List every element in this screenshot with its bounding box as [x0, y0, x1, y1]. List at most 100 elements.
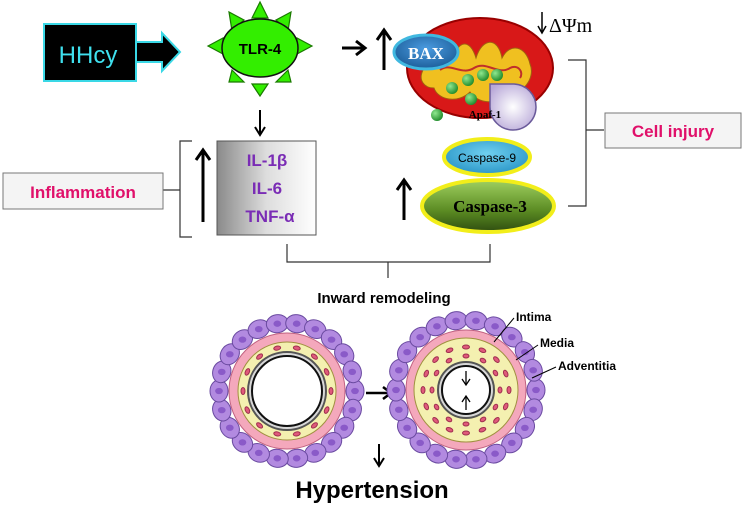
adventitia-cell-nucleus [433, 450, 441, 457]
adventitia-cell-nucleus [273, 320, 282, 327]
adventitia-cell-nucleus [238, 439, 247, 446]
adventitia-cell-nucleus [491, 323, 499, 330]
bax-increase-arrow [375, 27, 393, 70]
hhcy-node: HHcy [43, 23, 182, 82]
adventitia-cell-nucleus [416, 439, 425, 447]
adventitia-cell-nucleus [507, 439, 516, 447]
cytokine-il6: IL-6 [252, 179, 282, 198]
adventitia-cell-nucleus [521, 349, 529, 356]
adventitia-cell-nucleus [311, 325, 320, 333]
smooth-muscle-cell [433, 403, 440, 411]
cytochrome-c-dots [431, 69, 503, 121]
smooth-muscle-cell [244, 406, 251, 414]
smooth-muscle-cell [292, 345, 301, 351]
remodeling-bracket [286, 244, 491, 278]
adventitia-cell-nucleus [215, 387, 223, 395]
smooth-muscle-cell [492, 369, 499, 377]
lumen-normal [251, 355, 323, 427]
smooth-muscle-cell [273, 431, 282, 437]
caspase9-label: Caspase-9 [458, 151, 516, 165]
smooth-muscle-cell [502, 369, 509, 378]
cytokine-increase-arrow [194, 147, 212, 222]
adventitia-cell-nucleus [327, 336, 336, 343]
smooth-muscle-cell [423, 369, 430, 378]
media-cells-remodeled [420, 344, 512, 436]
smooth-muscle-cell [240, 387, 246, 395]
lumen-remodeled [441, 365, 491, 415]
cell-injury-bracket [568, 59, 604, 207]
smooth-muscle-cell [423, 402, 430, 411]
adventitia-cell-nucleus [394, 367, 403, 374]
adventitia-cell-nucleus [521, 424, 529, 431]
adventitia-cell-nucleus [351, 387, 359, 395]
tlr4-label: TLR-4 [239, 41, 282, 58]
inward-remodeling-label: Inward remodeling [317, 290, 450, 307]
smooth-muscle-cell [478, 347, 487, 354]
membrane-potential-indicator: ΔΨm [537, 12, 593, 37]
smooth-muscle-cell [328, 387, 334, 395]
cytokine-box: IL-1β IL-6 TNF-α [216, 140, 317, 236]
smooth-muscle-cell [445, 357, 453, 364]
bax-label: BAX [408, 44, 445, 63]
cytokine-tnfa: TNF-α [245, 207, 295, 226]
caspase9-node: Caspase-9 [442, 137, 532, 177]
adventitia-cell-nucleus [491, 450, 499, 457]
adventitia-cells-normal [209, 314, 365, 468]
apaf1-node: Apaf-1 [469, 83, 537, 131]
adventitia-cell-nucleus [403, 349, 411, 356]
smooth-muscle-cell [445, 347, 454, 354]
smooth-muscle-cell [323, 406, 330, 414]
smooth-muscle-cell [420, 386, 426, 394]
adventitia-cell-nucleus [507, 333, 516, 341]
caspase3-node: Caspase-3 [420, 178, 556, 234]
inflammation-bracket [163, 140, 192, 238]
tlr4-node: TLR-4 [206, 0, 314, 98]
adventitia-cell-nucleus [472, 317, 480, 324]
adventitia-cell-nucleus [225, 351, 234, 358]
cell-injury-box: Cell injury [604, 112, 742, 149]
cell-injury-label: Cell injury [632, 122, 715, 141]
adventitia-cell-nucleus [472, 456, 480, 463]
smooth-muscle-cell [310, 422, 318, 429]
smooth-muscle-cell [256, 353, 264, 360]
adventitia-cell-nucleus [292, 455, 301, 462]
adventitia-cell-nucleus [452, 317, 460, 324]
smooth-muscle-cell [493, 356, 500, 363]
adventitia-cell-nucleus [238, 336, 247, 343]
adventitia-cell-nucleus [217, 407, 226, 414]
lumen-narrowing-arrows [461, 371, 471, 410]
apaf1-label: Apaf-1 [469, 109, 501, 121]
smooth-muscle-cell [497, 386, 503, 394]
smooth-muscle-cell [506, 386, 512, 394]
smooth-muscle-cell [273, 345, 282, 351]
adventitia-cell-nucleus [254, 325, 263, 333]
smooth-muscle-cell [502, 402, 509, 411]
adventitia-cell-nucleus [273, 455, 282, 462]
vessel-remodeled [386, 311, 546, 469]
smooth-muscle-cell [462, 353, 470, 359]
tlr4-to-cytokines-arrow [254, 110, 266, 137]
smooth-muscle-cell [445, 426, 454, 433]
adventitia-cell-nucleus [225, 424, 234, 431]
adventitia-cell-nucleus [254, 449, 263, 457]
smooth-muscle-cell [479, 416, 487, 423]
smooth-muscle-cell [432, 356, 439, 363]
adventitia-cell-nucleus [348, 368, 357, 375]
smooth-muscle-cell [292, 431, 301, 437]
vessel-layer-labels: Intima Media Adventitia [493, 310, 616, 379]
membrane-potential-label: ΔΨm [549, 15, 593, 37]
caspase-increase-arrow [395, 177, 413, 220]
smooth-muscle-cell [462, 430, 470, 436]
smooth-muscle-cell [493, 417, 500, 424]
inflammation-box: Inflammation [2, 172, 164, 210]
adventitia-cell-nucleus [327, 439, 336, 446]
adventitia-cell-nucleus [416, 333, 425, 341]
adventitia-cell-nucleus [311, 449, 320, 457]
hhcy-label: HHcy [59, 42, 118, 69]
smooth-muscle-cell [323, 368, 330, 376]
bax-node: BAX [392, 33, 460, 71]
smooth-muscle-cell [478, 426, 487, 433]
adventitia-cell-nucleus [217, 368, 226, 375]
adventitia-cell-nucleus [529, 367, 538, 374]
caspase3-label: Caspase-3 [453, 197, 527, 216]
